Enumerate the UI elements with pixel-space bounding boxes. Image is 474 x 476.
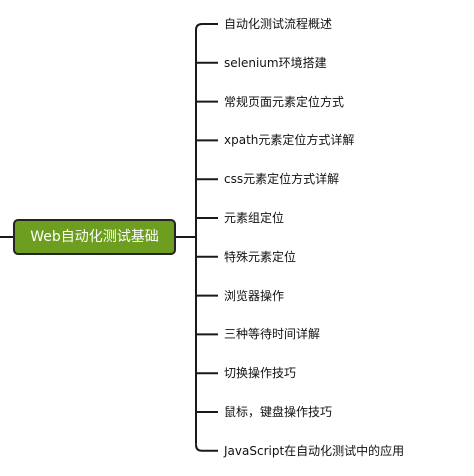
branch-connector xyxy=(195,444,218,452)
branch-label: xpath元素定位方式详解 xyxy=(224,133,355,148)
branch-label: 切换操作技巧 xyxy=(224,366,297,381)
branch-label: 特殊元素定位 xyxy=(224,249,297,264)
root-node: Web自动化测试基础 xyxy=(13,219,176,255)
branch-label: 鼠标，键盘操作技巧 xyxy=(224,405,333,419)
branch-label: JavaScript在自动化测试中的应用 xyxy=(224,443,405,458)
branch-label: 自动化测试流程概述 xyxy=(224,17,333,31)
branch-connector xyxy=(195,23,218,31)
branch-label: 元素组定位 xyxy=(224,211,285,225)
branch-label: selenium环境搭建 xyxy=(224,55,327,70)
branch-label: 常规页面元素定位方式 xyxy=(224,94,345,109)
branch-label: 浏览器操作 xyxy=(224,288,285,303)
branch-label: 三种等待时间详解 xyxy=(224,327,321,342)
branch-label: css元素定位方式详解 xyxy=(224,172,340,187)
